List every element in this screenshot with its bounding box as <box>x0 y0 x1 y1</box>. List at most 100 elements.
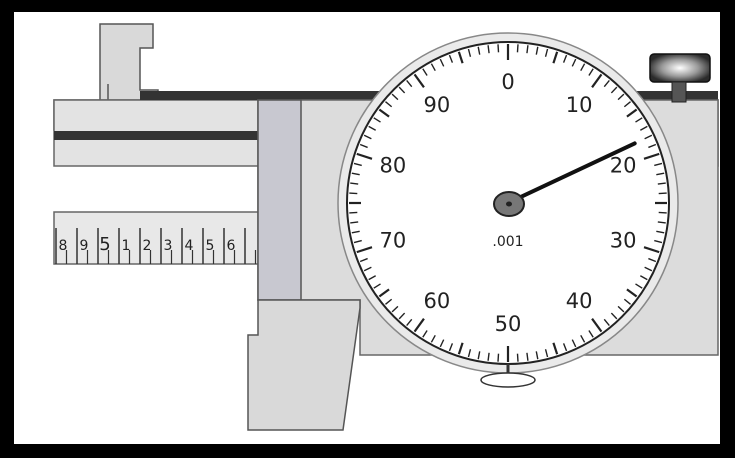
dial-tick <box>356 246 373 254</box>
dial-tick <box>497 353 500 362</box>
dial-number: 30 <box>610 228 637 252</box>
scale-label: 6 <box>227 238 236 254</box>
dial-tick <box>363 134 372 140</box>
dial-tick <box>422 330 428 338</box>
dial-ticks <box>349 44 667 362</box>
dial-tick <box>617 93 625 101</box>
dial-tick <box>635 283 643 289</box>
dial-tick <box>552 51 559 64</box>
dial-number: 60 <box>424 289 451 313</box>
lower-jaw <box>247 299 361 431</box>
dial-number: 10 <box>566 93 593 117</box>
dial-tick <box>648 257 657 263</box>
dial-tick <box>457 342 464 355</box>
dial-resolution-label: .001 <box>492 234 523 250</box>
dial-tick <box>487 45 490 54</box>
dial-tick <box>477 351 481 360</box>
dial-tick <box>351 230 360 234</box>
dial-tick <box>368 275 377 281</box>
dial-tick <box>349 211 358 214</box>
dial-tick <box>617 305 625 313</box>
thumb-knob <box>649 53 711 83</box>
dial-tick <box>639 275 648 281</box>
dial-number: 40 <box>566 289 593 313</box>
dial-tick <box>580 334 586 343</box>
dial-tick <box>373 117 381 123</box>
dial-tick <box>467 349 472 358</box>
scale-label: 4 <box>185 238 194 254</box>
dial-tick <box>544 349 549 358</box>
dial-tick <box>654 239 663 244</box>
dial-number: 90 <box>424 93 451 117</box>
dial-tick <box>385 298 393 305</box>
dial-tick <box>406 318 413 326</box>
dial-tick <box>654 162 663 167</box>
dial-tick <box>368 125 377 131</box>
dial-tick <box>448 343 454 352</box>
dial-tick <box>422 68 428 76</box>
dial-tick <box>603 80 610 88</box>
dial-number: 70 <box>380 228 407 252</box>
slide-block <box>257 99 302 301</box>
dial-tick <box>562 343 568 352</box>
dial-tick <box>356 152 373 160</box>
scale-ticks <box>55 228 257 264</box>
dial-tick <box>626 288 638 298</box>
dial-tick <box>623 101 631 108</box>
scale-label: 9 <box>80 238 89 254</box>
dial-number: 50 <box>495 312 522 336</box>
dial-tick <box>487 352 490 361</box>
dial-tick <box>635 117 643 123</box>
dial-tick <box>373 283 381 289</box>
dial-tick <box>413 73 425 88</box>
dial-tick <box>430 63 436 72</box>
dial-tick <box>351 172 360 176</box>
dial-tick <box>623 298 631 305</box>
dial-plunger <box>480 364 536 388</box>
knob-stem <box>671 81 687 103</box>
dial-tick <box>378 288 390 298</box>
dial-tick <box>643 152 660 160</box>
dial-tick <box>535 46 539 55</box>
dial-number: 0 <box>501 70 514 94</box>
dial-tick <box>477 46 481 55</box>
dial-tick <box>350 221 359 224</box>
dial-tick <box>349 192 358 195</box>
dial-tick <box>535 351 539 360</box>
dial-tick <box>610 86 618 94</box>
dial-tick <box>571 58 577 67</box>
dial-tick <box>439 58 445 67</box>
dial-tick <box>359 143 368 149</box>
dial-tick <box>430 334 436 343</box>
needle-hub-center <box>506 201 512 207</box>
dial-tick <box>363 266 372 272</box>
dial-tick <box>658 192 667 195</box>
dial-tick <box>591 73 603 88</box>
dial-tick <box>552 342 559 355</box>
dial-tick <box>398 312 406 320</box>
lower-rail <box>54 131 259 140</box>
dial-tick <box>516 44 519 53</box>
dial-tick <box>398 86 406 94</box>
dial-tick <box>562 54 568 63</box>
dial-tick <box>626 108 638 118</box>
dial-tick <box>497 44 500 53</box>
dial-tick <box>353 239 362 244</box>
dial-tick <box>391 305 399 313</box>
dial-tick <box>353 162 362 167</box>
dial-tick <box>588 68 594 76</box>
dial-tick <box>643 246 660 254</box>
dial-tick <box>544 48 549 57</box>
dial-tick <box>610 312 618 320</box>
scale-label: 5 <box>206 238 215 254</box>
dial-tick <box>526 45 529 54</box>
dial-number: 80 <box>380 154 407 178</box>
dial-tick <box>657 182 666 185</box>
scale-label: 2 <box>143 238 152 254</box>
scale-label: 5 <box>99 234 110 255</box>
dial-tick <box>378 108 390 118</box>
